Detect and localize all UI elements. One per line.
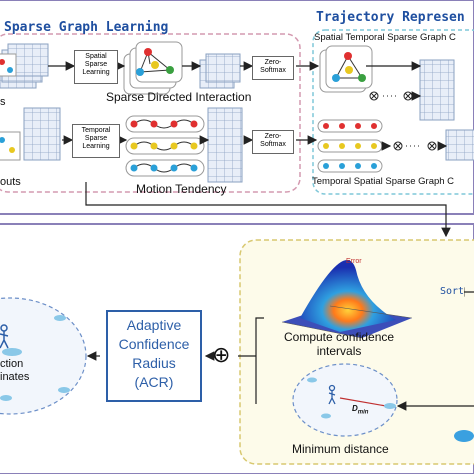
top-frame: [0, 0, 474, 215]
agent-disc: [0, 395, 12, 401]
oplus-symbol: ⊕: [212, 342, 231, 367]
agent-disc: [2, 348, 22, 356]
spatial-sparse-learning-box: Spatial Sparse Learning: [74, 50, 118, 84]
otimes-row-bottom: [393, 141, 437, 151]
temporal-sparse-learning-box: Temporal Sparse Learning: [72, 124, 120, 158]
zero-softmax-box-2: Zero- Softmax: [252, 130, 294, 154]
min-distance-label: Minimum distance: [292, 442, 389, 456]
trajectory-temporal-graph: [317, 119, 383, 173]
agent-disc: [321, 413, 331, 419]
dmin-label: Dmin: [352, 404, 368, 416]
spatial-temporal-graph-label: Spatial Temporal Sparse Graph C: [314, 32, 456, 43]
acr-label: Adaptive Confidence Radius (ACR): [118, 317, 190, 390]
compute-confidence-label: Compute confidence intervals: [284, 330, 395, 358]
error-label: Error: [346, 258, 362, 265]
tensor-mid-bottom: [207, 107, 243, 183]
sparse-directed-label: Sparse Directed Interaction: [106, 90, 252, 104]
sparse-graph-title: Sparse Graph Learning: [4, 20, 169, 35]
prediction-ellipse: [0, 297, 87, 415]
pedestrian-icon-left: [0, 324, 9, 349]
min-distance-ellipse: [292, 363, 398, 437]
trajectory-spatial-graph: [319, 45, 373, 93]
sort-label: Sort: [440, 286, 465, 297]
trajectory-tensor-bottom: [445, 129, 474, 161]
input-tensor-bottom: [23, 107, 61, 161]
agent-disc: [454, 430, 474, 442]
temporal-spatial-graph-label: Temporal Spatial Sparse Graph C: [312, 176, 455, 187]
otimes-row-top: [369, 91, 413, 101]
trajectory-title: Trajectory Represen: [316, 10, 465, 25]
temporal-graph-stack: [125, 115, 205, 177]
motion-tendency-label: Motion Tendency: [136, 182, 227, 196]
acr-box: Adaptive Confidence Radius (ACR): [106, 310, 202, 402]
error-surface-plot: [281, 260, 413, 339]
trajectory-tensor-top: [419, 59, 455, 121]
tensor-mid-top: [199, 53, 241, 89]
spatial-graph-stack: [123, 41, 183, 95]
agent-disc: [307, 377, 317, 383]
agent-disc: [54, 315, 66, 321]
agent-disc: [58, 387, 70, 393]
dmin-symbol: D: [352, 404, 358, 413]
dmin-subscript: min: [357, 409, 369, 416]
trajectory-region: [312, 29, 474, 195]
bottom-frame: [0, 223, 474, 474]
left-label-1: s: [0, 96, 6, 108]
prediction-coordinates-label: ction inates: [0, 358, 30, 383]
agent-disc: [384, 403, 396, 409]
zero-softmax-box-1: Zero- Softmax: [252, 56, 294, 80]
left-label-2: outs: [0, 176, 21, 188]
graph-panel-left-top: [0, 53, 17, 77]
pedestrian-icon-right: [328, 384, 336, 405]
graph-panel-left-bottom: [0, 131, 21, 161]
sparse-graph-region: [0, 33, 301, 193]
dmin-line: [339, 397, 387, 407]
